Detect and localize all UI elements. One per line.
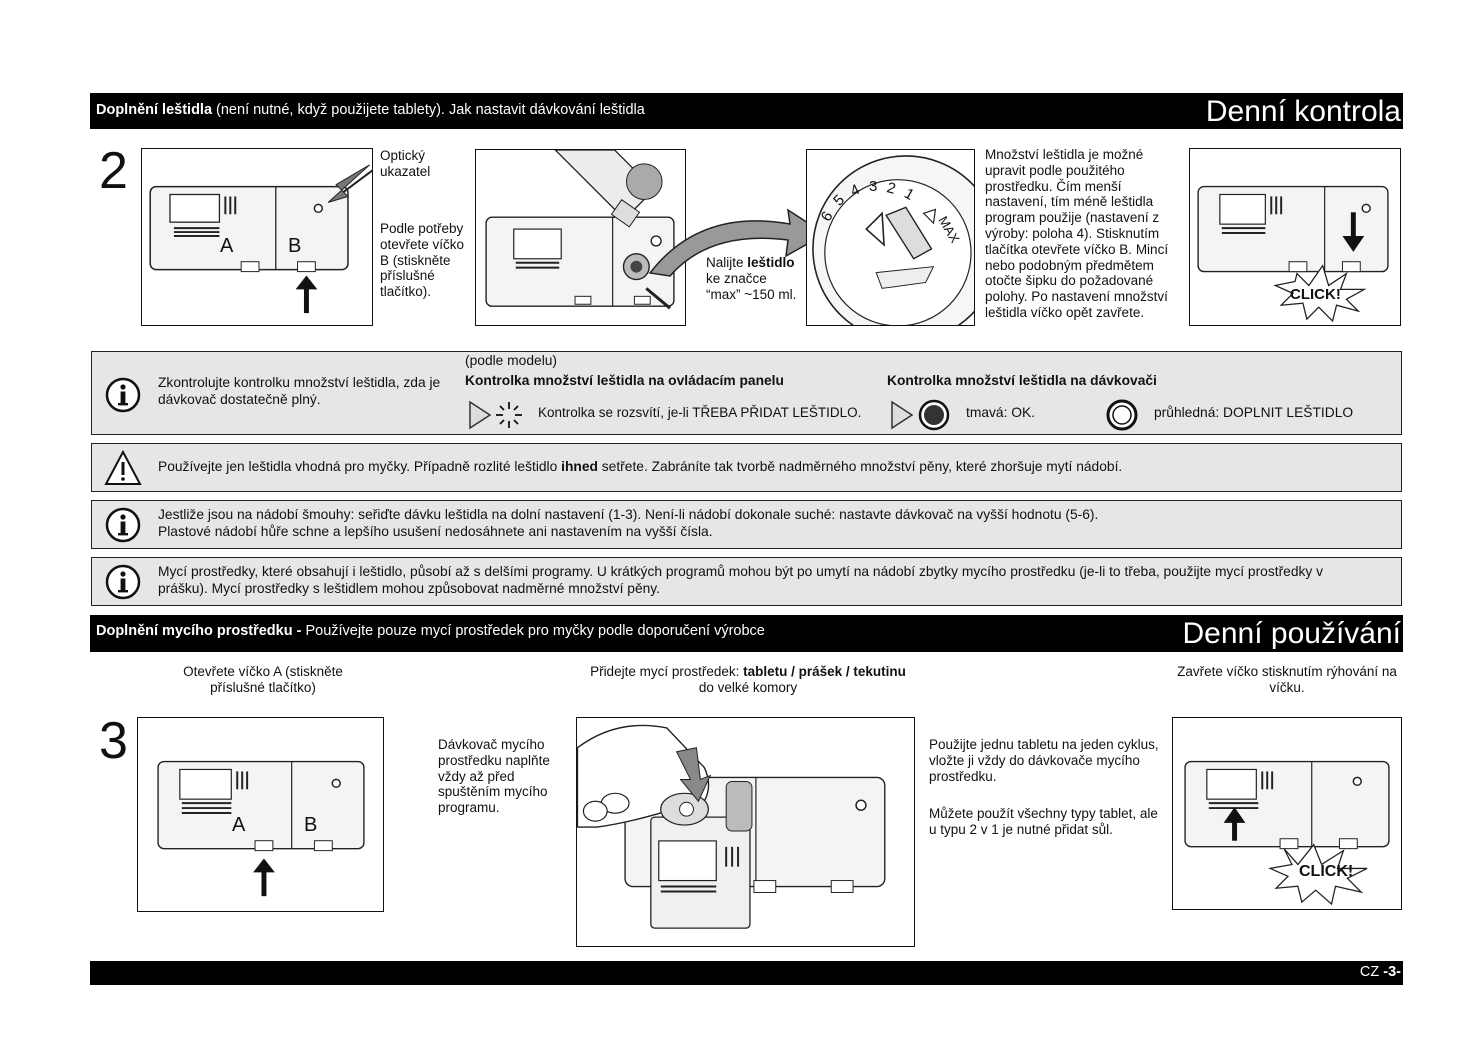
open-lid-a-illustration: A B xyxy=(137,717,384,912)
fill-before-program-text: Dávkovač mycího prostředku naplňte vždy … xyxy=(438,737,550,816)
dial-number-3: 3 xyxy=(869,178,878,195)
one-tablet-text: Použijte jednu tabletu na jeden cyklus, … xyxy=(929,737,1159,784)
play-arrow-icon xyxy=(469,400,492,430)
streaks-tip-line-2: Plastové nádobí hůře schne a lepšího usu… xyxy=(158,524,713,539)
click-b-drawing xyxy=(1197,185,1389,323)
pour-rinse-aid-instruction: Nalijte leštidlo ke značce “max” ~150 ml… xyxy=(706,255,802,302)
click-label-a: CLICK! xyxy=(1299,863,1354,880)
streaks-tip-line-1: Jestliže jsou na nádobí šmouhy: seřiďte … xyxy=(158,507,1099,522)
caption-mid-bold: tabletu / prášek / tekutinu xyxy=(743,664,906,679)
pour-bold: leštidlo xyxy=(747,255,795,270)
footer-bar: CZ -3- xyxy=(90,961,1403,985)
click-label-b: CLICK! xyxy=(1290,286,1341,303)
detergent-header: Doplnění mycího prostředku - Používejte … xyxy=(90,615,1403,652)
combi-detergent-tip-box: Mycí prostředky, které obsahují i leštid… xyxy=(91,557,1402,606)
check-indicator-text: Zkontrolujte kontrolku množství leštidla… xyxy=(158,375,441,407)
dispenser-indicator-title: Kontrolka množství leštidla na dávkovači xyxy=(887,373,1157,388)
open-lid-b-instruction: Podle potřeby otevřete víčko B (stisknět… xyxy=(380,221,465,300)
rinse-aid-header-text: Doplnění leštidla (není nutné, když použ… xyxy=(96,102,645,118)
label-a-step3: A xyxy=(232,814,246,836)
panel-indicator-title: Kontrolka množství leštidla na ovládacím… xyxy=(465,373,784,388)
warning-bold: ihned xyxy=(561,459,598,474)
warning-pre: Používejte jen leštidla vhodná pro myčky… xyxy=(158,459,562,474)
pour-pre: Nalijte xyxy=(706,255,748,270)
info-icon-2 xyxy=(105,507,141,543)
page-number: CZ -3- xyxy=(1360,964,1401,980)
streaks-tip-box: Jestliže jsou na nádobí šmouhy: seřiďte … xyxy=(91,500,1402,549)
combi-tip-line-2: prášku). Mycí prostředky s leštidlem moh… xyxy=(158,581,661,596)
rinse-aid-header: Doplnění leštidla (není nutné, když použ… xyxy=(90,93,1403,129)
dispenser-ab-drawing xyxy=(149,164,372,314)
warning-post: setřete. Zabráníte tak tvorbě nadměrného… xyxy=(597,459,1123,474)
section-title-daily-check: Denní kontrola xyxy=(1205,95,1401,128)
blinking-light-icon xyxy=(496,402,522,428)
label-b-step3: B xyxy=(304,814,318,836)
click-a-drawing xyxy=(1184,760,1390,906)
warning-text: Používejte jen leštidla vhodná pro myčky… xyxy=(158,458,1122,475)
info-icon xyxy=(105,377,141,413)
close-lid-a-illustration: CLICK! xyxy=(1172,717,1402,910)
caption-close-lid: Zavřete víčko stisknutím rýhování na víč… xyxy=(1177,664,1397,695)
step-number-3: 3 xyxy=(99,712,128,770)
caption-mid-post: do velké komory xyxy=(698,679,798,695)
step-number-2: 2 xyxy=(99,142,128,200)
section-title-daily-use: Denní používání xyxy=(1182,617,1401,650)
rinse-aid-indicator-box: Zkontrolujte kontrolku množství leštidla… xyxy=(91,351,1402,435)
caption-open-lid-a: Otevřete víčko A (stiskněte příslušné tl… xyxy=(183,664,343,695)
pour-rest: ke značce “max” ~150 ml. xyxy=(706,270,797,302)
tablet-types-text: Můžete použít všechny typy tablet, ale u… xyxy=(929,806,1158,837)
caption-add-detergent: Přidejte mycí prostředek: tabletu / práš… xyxy=(560,664,936,696)
clear-indicator-icon xyxy=(1106,399,1138,431)
dark-ok-text: tmavá: OK. xyxy=(966,405,1036,420)
clear-refill-text: průhledná: DOPLNIT LEŠTIDLO xyxy=(1154,405,1354,420)
detergent-header-bold: Doplnění mycího prostředku - xyxy=(96,623,302,639)
page-prefix: CZ xyxy=(1359,964,1384,980)
dial-description: Množství leštidla je možné upravit podle… xyxy=(985,147,1169,320)
warning-icon xyxy=(104,449,142,485)
pour-rinse-aid-illustration xyxy=(475,149,686,326)
panel-indicator-text: Kontrolka se rozsvítí, je-li TŘEBA PŘIDA… xyxy=(538,405,862,420)
caption-mid-pre: Přidejte mycí prostředek: xyxy=(590,664,744,679)
open-lid-a-drawing xyxy=(157,760,365,897)
dial-drawing xyxy=(812,155,974,325)
add-tablet-drawing xyxy=(577,724,886,929)
rinse-aid-header-rest: (není nutné, když použijete tablety). Ja… xyxy=(212,102,645,118)
dosage-dial-illustration: 6 5 4 3 2 1 MAX xyxy=(806,149,975,326)
combi-tip-line-1: Mycí prostředky, které obsahují i leštid… xyxy=(158,564,1324,579)
close-lid-b-illustration: CLICK! xyxy=(1189,148,1401,326)
info-icon-3 xyxy=(105,564,141,600)
by-model-note: (podle modelu) xyxy=(465,353,558,368)
add-tablet-illustration xyxy=(576,717,915,947)
detergent-header-rest: Používejte pouze mycí prostředek pro myč… xyxy=(301,623,765,639)
dark-indicator-icon xyxy=(918,399,950,431)
curved-arrow-icon xyxy=(648,208,827,277)
page-num: -3- xyxy=(1383,964,1401,980)
label-a: A xyxy=(220,235,234,257)
rinse-aid-header-bold: Doplnění leštidla xyxy=(96,102,213,118)
optical-indicator-label: Optický ukazatel xyxy=(380,148,431,179)
dispenser-illustration-ab: A B xyxy=(141,148,373,326)
rinse-aid-warning-box: Používejte jen leštidla vhodná pro myčky… xyxy=(91,443,1402,492)
detergent-header-text: Doplnění mycího prostředku - Používejte … xyxy=(96,623,765,639)
label-b: B xyxy=(288,235,302,257)
play-arrow-icon-2 xyxy=(891,400,914,430)
